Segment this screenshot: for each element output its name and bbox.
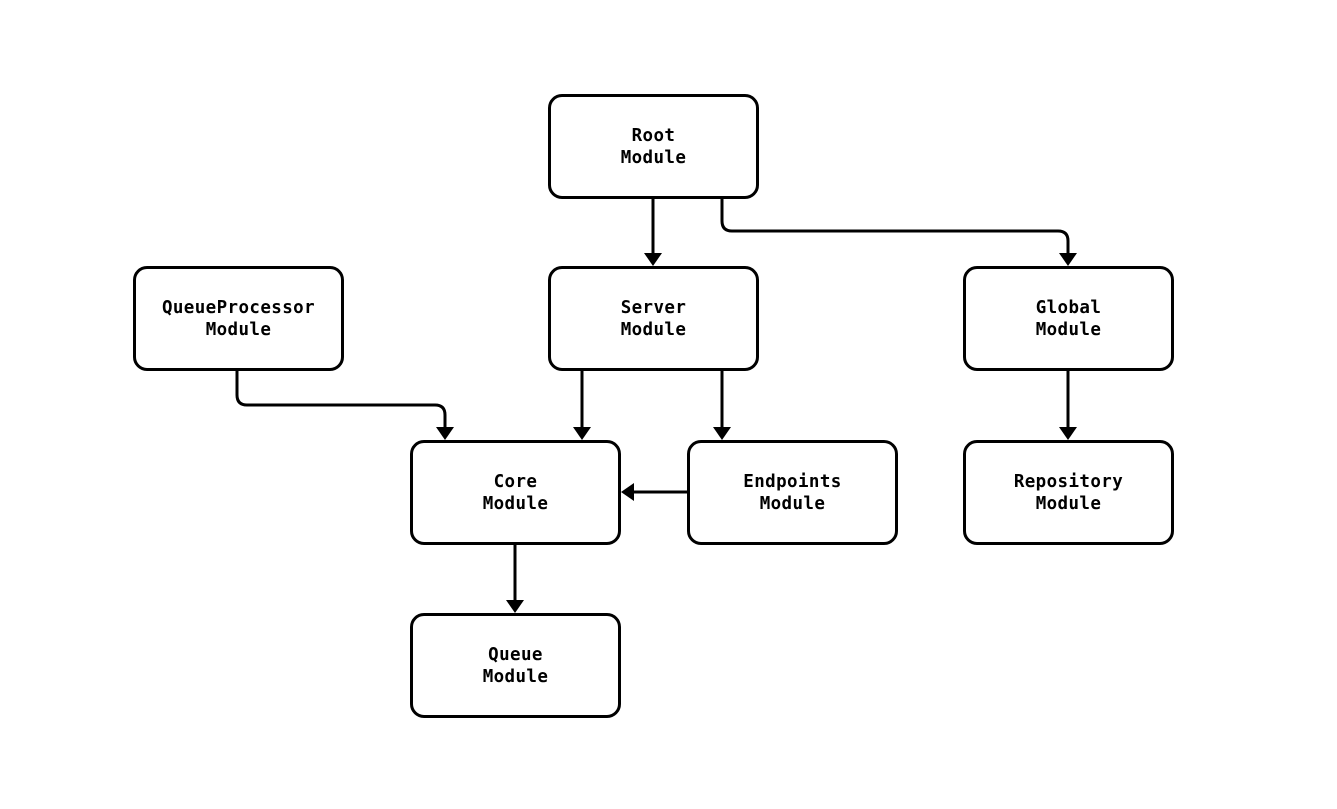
edge-root-global-arrowhead [1059,253,1077,266]
edge-queueprocessor-core-arrowhead [436,427,454,440]
node-repository-label-line2: Module [1035,493,1102,514]
node-queueprocessor-label-line1: QueueProcessor [161,297,316,318]
node-core-label-line2: Module [482,493,549,514]
edge-endpoints-core-arrowhead [621,483,634,501]
node-core-label-line1: Core [493,471,538,492]
node-global-label-line1: Global [1035,297,1102,318]
node-root-label-line1: Root [631,125,676,146]
node-server-label-line2: Module [620,319,687,340]
node-queue-label-line1: Queue [488,644,543,665]
edge-root-global [720,199,1070,255]
node-repository-label-line1: Repository [1013,471,1124,492]
node-queueprocessor-label-line2: Module [205,319,272,340]
node-endpoints-label-line2: Module [759,493,826,514]
edge-root-server-arrowhead [644,253,662,266]
node-server-label-line1: Server [620,297,687,318]
node-queue-label-line2: Module [482,666,549,687]
edge-server-core-arrowhead [573,427,591,440]
edge-core-queue-arrowhead [506,600,524,613]
edge-server-endpoints-arrowhead [713,427,731,440]
node-global-label-line2: Module [1035,319,1102,340]
edge-global-repository-arrowhead [1059,427,1077,440]
node-endpoints-label-line1: Endpoints [743,471,842,492]
node-root-label-line2: Module [620,147,687,168]
edge-queueprocessor-core [235,371,447,429]
